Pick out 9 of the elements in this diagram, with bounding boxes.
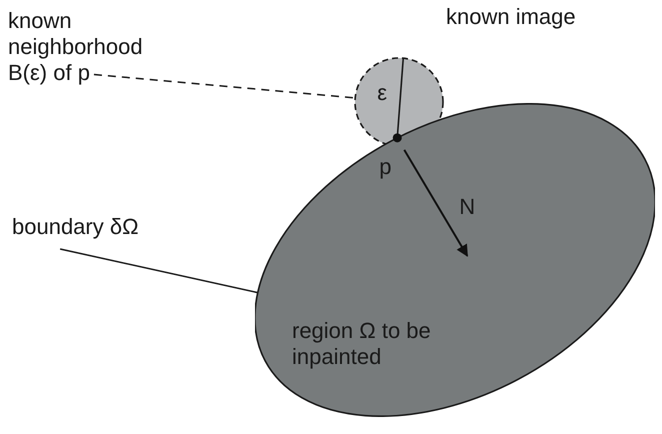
symbol-label: ε [377,80,388,106]
point-label: p [379,154,392,180]
region-label: region Ω to be inpainted [292,318,432,370]
leader-line [94,74,356,99]
region-caption: known image [446,4,576,30]
leader-line [60,248,258,294]
vector-label: N [459,194,476,220]
callout-text: boundary δΩ [12,214,212,240]
callout-text: known neighborhood B(ε) of p [8,8,180,86]
